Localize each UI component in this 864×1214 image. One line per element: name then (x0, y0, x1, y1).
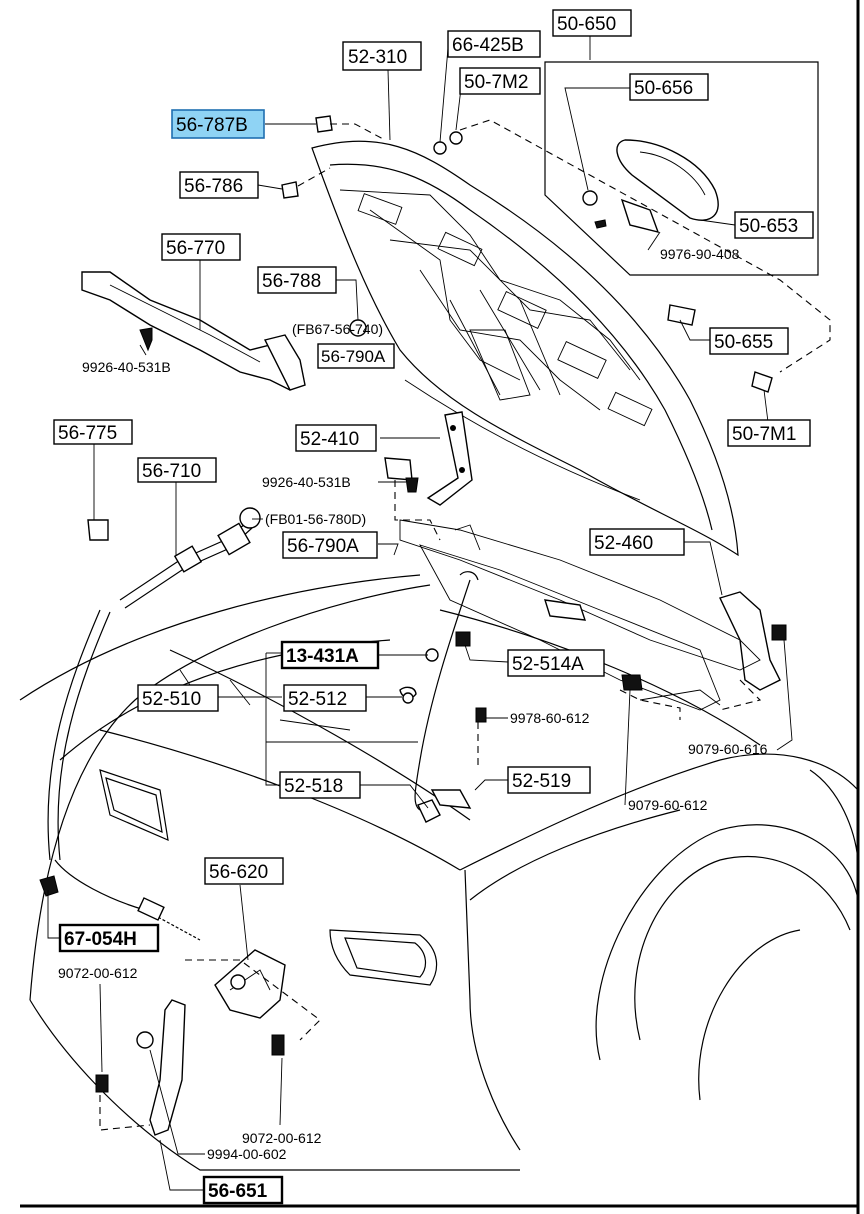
callout-56-790a-bottom-text: 56-790A (287, 536, 359, 557)
callout-52-410-text: 52-410 (300, 429, 359, 450)
label-fb67-56-740: (FB67-56-740) (292, 321, 383, 337)
callout-50-655: 50-655 (709, 327, 789, 355)
callout-52-310: 52-310 (342, 41, 422, 71)
callout-52-518: 52-518 (279, 771, 361, 799)
callout-50-650: 50-650 (552, 9, 632, 37)
callout-67-054h: 67-054H (58, 923, 160, 953)
callout-56-770: 56-770 (161, 233, 241, 261)
hood-release-cable (47, 507, 261, 941)
hood-seal-bracket-52-460 (719, 591, 787, 691)
callout-52-518-text: 52-518 (284, 776, 343, 797)
callout-56-788-text: 56-788 (262, 271, 321, 292)
hood-lock (214, 949, 286, 1056)
label-9994-00-602: 9994-00-602 (207, 1146, 287, 1162)
callout-56-787b: 56-787B (171, 109, 265, 139)
callout-52-512-text: 52-512 (288, 689, 347, 710)
hood-panel (311, 140, 739, 557)
callout-56-710: 56-710 (137, 457, 217, 483)
callout-13-431a: 13-431A (280, 640, 380, 670)
callout-56-786-text: 56-786 (184, 176, 243, 197)
callout-52-519: 52-519 (507, 766, 591, 794)
callout-56-790a-top: 56-790A (317, 343, 395, 369)
callout-56-651: 56-651 (202, 1175, 284, 1205)
callout-56-775-text: 56-775 (58, 423, 117, 444)
radiator-support-panel (399, 519, 761, 711)
hood-lid-assembly (459, 61, 831, 393)
callout-50-656-text: 50-656 (634, 78, 693, 99)
callout-56-651-text: 56-651 (208, 1181, 268, 1202)
callout-52-512: 52-512 (283, 684, 367, 712)
callout-52-410: 52-410 (295, 424, 377, 452)
callout-50-7m2-text: 50-7M2 (464, 72, 528, 93)
callout-52-519-text: 52-519 (512, 771, 571, 792)
callout-50-653-text: 50-653 (739, 216, 798, 237)
label-9926-40-531b-top: 9926-40-531B (82, 359, 171, 375)
callout-56-710-text: 56-710 (142, 461, 201, 482)
label-9079-60-616: 9079-60-616 (688, 741, 768, 757)
label-9079-60-612: 9079-60-612 (628, 797, 708, 813)
callout-52-510: 52-510 (137, 684, 219, 712)
hinge-56-770 (81, 271, 306, 391)
label-fb01-56-780d: (FB01-56-780D) (265, 511, 366, 527)
leader-lines (47, 33, 793, 1191)
callout-56-790a-bottom: 56-790A (282, 531, 378, 559)
car-body-outline (19, 574, 859, 1171)
callout-52-460-text: 52-460 (594, 533, 653, 554)
label-9926-40-531b-mid: 9926-40-531B (262, 474, 351, 490)
callout-56-790a-top-text: 56-790A (321, 347, 386, 366)
callout-52-510-text: 52-510 (142, 689, 201, 710)
callout-50-650-text: 50-650 (557, 14, 616, 35)
callout-66-425b-text: 66-425B (452, 35, 524, 56)
callout-56-786: 56-786 (179, 171, 259, 199)
hood-lock-bracket-56-651 (39, 875, 186, 1136)
callout-56-787b-text: 56-787B (176, 115, 248, 136)
small-fasteners (87, 115, 487, 809)
callout-56-775: 56-775 (53, 419, 133, 445)
callout-50-7m1: 50-7M1 (727, 419, 811, 447)
callout-50-7m1-text: 50-7M1 (732, 424, 796, 445)
callout-50-7m2: 50-7M2 (459, 67, 541, 95)
callout-52-460: 52-460 (589, 528, 685, 556)
callout-50-656: 50-656 (629, 73, 709, 101)
hood-stay-bracket (426, 411, 473, 506)
callout-52-514a: 52-514A (507, 649, 605, 677)
callout-56-770-text: 56-770 (166, 238, 225, 259)
label-9072-00-612-bottom: 9072-00-612 (242, 1130, 322, 1146)
label-9976-90-408: 9976-90-408 (660, 246, 740, 262)
label-9072-00-612-left: 9072-00-612 (58, 965, 138, 981)
callout-13-431a-text: 13-431A (286, 646, 359, 667)
callout-56-620-text: 56-620 (209, 862, 268, 883)
callout-52-310-text: 52-310 (348, 47, 407, 68)
label-9978-60-612: 9978-60-612 (510, 710, 590, 726)
callout-66-425b: 66-425B (447, 30, 541, 58)
callout-50-655-text: 50-655 (714, 332, 773, 353)
callout-50-653: 50-653 (734, 211, 814, 239)
callout-52-514a-text: 52-514A (512, 654, 584, 675)
callout-67-054h-text: 67-054H (64, 929, 137, 950)
callout-56-620: 56-620 (204, 857, 284, 885)
callout-56-788: 56-788 (257, 266, 337, 294)
